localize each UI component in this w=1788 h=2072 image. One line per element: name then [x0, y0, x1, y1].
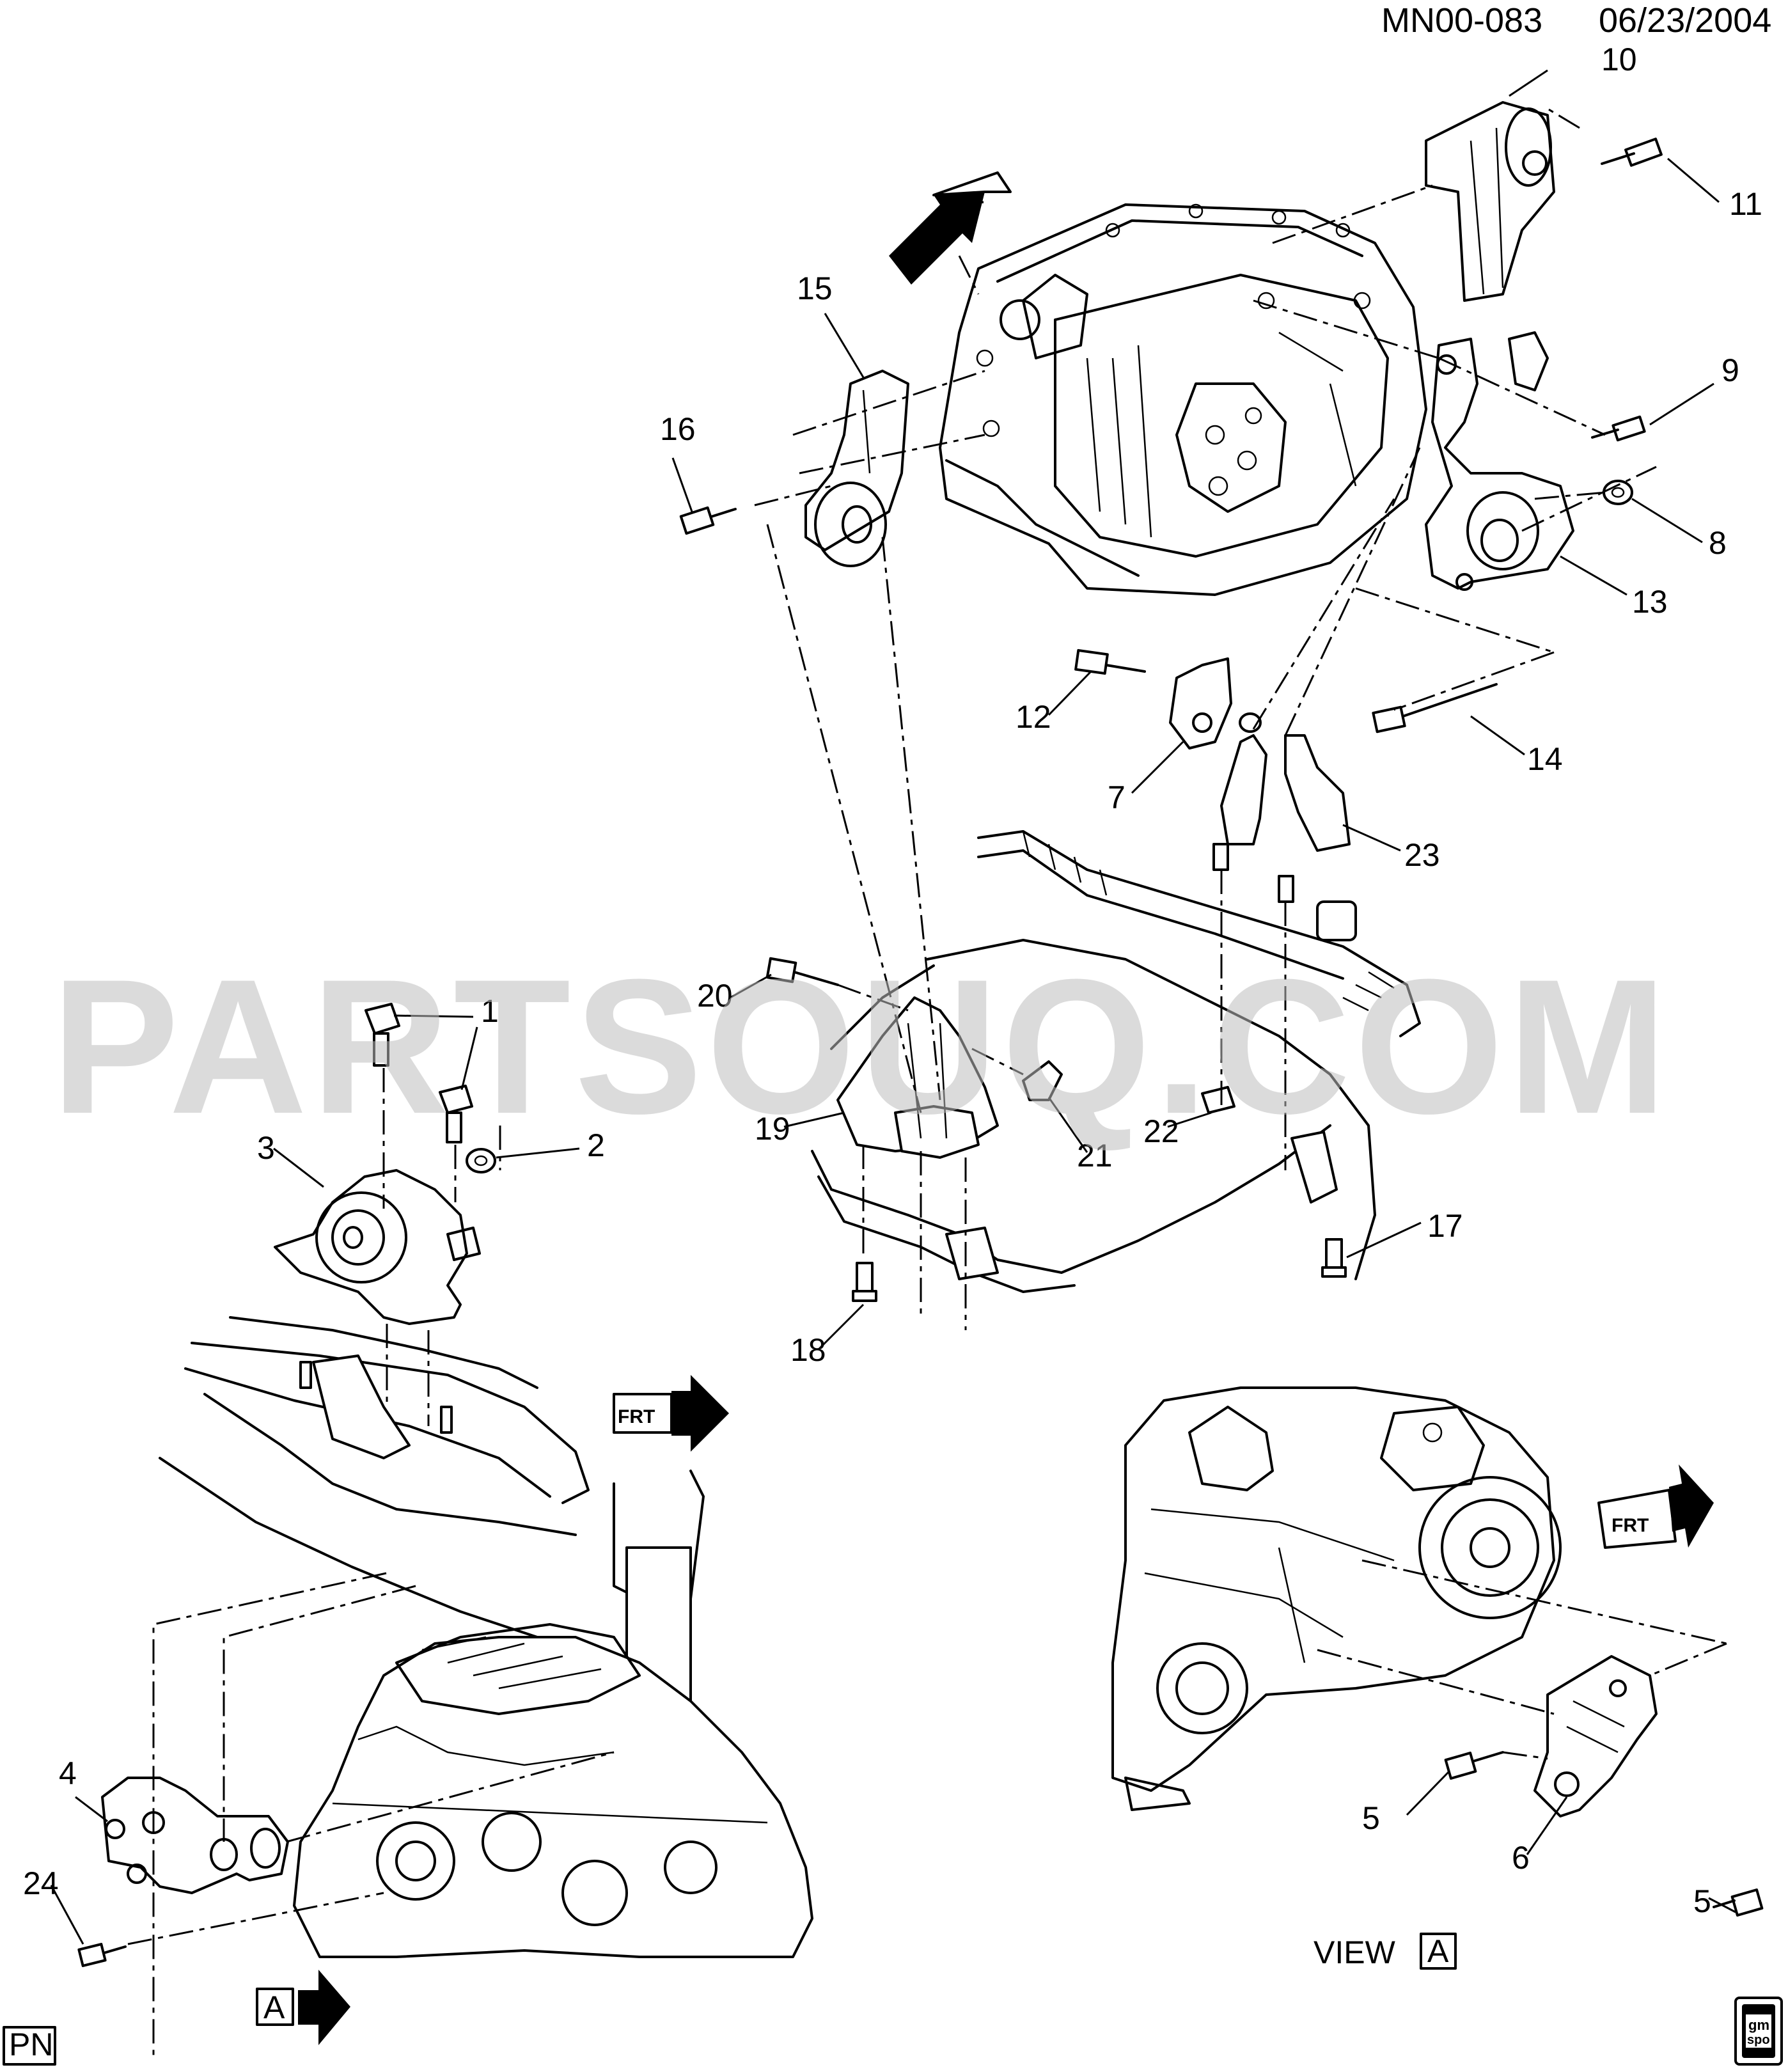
- diagram-date: 06/23/2004: [1599, 1, 1771, 40]
- part-12-bolt: [1074, 648, 1146, 675]
- engine-block-left: [293, 1623, 813, 1958]
- callout-23: 23: [1404, 837, 1440, 873]
- frt-marker-1: FRT: [889, 171, 1012, 285]
- pn-badge: PN: [9, 2027, 53, 2062]
- callout-15: 15: [797, 271, 833, 306]
- diagram-id: MN00-083: [1381, 1, 1542, 40]
- callout-16: 16: [660, 411, 696, 447]
- callout-22: 22: [1143, 1113, 1179, 1149]
- transaxle-assembly: [939, 203, 1427, 596]
- callout-14: 14: [1527, 741, 1563, 777]
- callout-2: 2: [587, 1127, 605, 1163]
- part-21-clip: [1022, 1060, 1063, 1101]
- part-13-mount: [1425, 331, 1574, 591]
- part-19-bracket: [836, 996, 999, 1159]
- part-1-bolts: [365, 1003, 473, 1143]
- callout-20: 20: [697, 978, 733, 1014]
- part-22-nut: [1201, 1086, 1235, 1114]
- frt-label-2: FRT: [618, 1406, 655, 1427]
- frt-marker-2: FRT: [613, 1375, 729, 1452]
- view-label: VIEW: [1314, 1935, 1396, 1970]
- part-18-bolt: [852, 1262, 877, 1302]
- callout-9: 9: [1721, 352, 1739, 388]
- view-label-letter: A: [1427, 1933, 1449, 1969]
- callout-10: 10: [1601, 42, 1637, 77]
- part-6-bracket: [1533, 1655, 1658, 1817]
- watermark: PARTSOUQ.COM: [51, 939, 1671, 1154]
- part-14-bolt: [1372, 683, 1498, 734]
- engine-cradle: [811, 939, 1376, 1293]
- part-16-bolt: [679, 506, 737, 535]
- callout-11: 11: [1729, 186, 1762, 222]
- part-11-bolt: [1601, 137, 1663, 167]
- callout-1: 1: [481, 993, 499, 1029]
- gmspo-logo: gm spo: [1734, 1997, 1783, 2066]
- logo-line2: spo: [1747, 2033, 1770, 2047]
- callout-12: 12: [1016, 699, 1051, 735]
- view-a-letter: A: [263, 1990, 285, 2025]
- callout-19: 19: [755, 1111, 790, 1147]
- callout-18: 18: [790, 1332, 826, 1368]
- callout-5: 5: [1693, 1883, 1711, 1919]
- part-20-bolt: [765, 957, 839, 986]
- alignment-lines: [127, 107, 1727, 2059]
- part-5-bolts: [1444, 1751, 1764, 1917]
- callout-5: 5: [1362, 1800, 1380, 1836]
- logo-line1: gm: [1748, 2017, 1769, 2033]
- part-7-bracket: [1169, 657, 1262, 750]
- part-4-bracket: [101, 1777, 289, 1894]
- callout-3: 3: [257, 1130, 275, 1166]
- part-3-mount: [274, 1169, 481, 1325]
- part-17-bolt: [1321, 1238, 1347, 1278]
- callout-21: 21: [1077, 1138, 1113, 1173]
- part-10-mount: [1425, 101, 1555, 302]
- callout-24: 24: [23, 1865, 59, 1901]
- frt-label-1: FRT: [946, 198, 984, 219]
- part-2-nut: [466, 1148, 496, 1173]
- callout-7: 7: [1108, 780, 1125, 815]
- view-a-arrow: A: [256, 1970, 350, 2045]
- frt-label-3: FRT: [1612, 1515, 1649, 1536]
- callout-8: 8: [1709, 525, 1727, 561]
- leader-lines: [50, 69, 1736, 1945]
- view-a-engine: [1111, 1386, 1562, 1811]
- part-24-bolt: [77, 1943, 127, 1967]
- callout-4: 4: [59, 1755, 77, 1791]
- callout-17: 17: [1427, 1208, 1463, 1244]
- part-23-bracket: [1212, 734, 1351, 903]
- callout-6: 6: [1512, 1840, 1530, 1876]
- steering-rack: [977, 830, 1421, 1037]
- frt-marker-3: FRT: [1597, 1464, 1714, 1549]
- part-9-bolt: [1591, 415, 1646, 442]
- callout-13: 13: [1632, 584, 1668, 620]
